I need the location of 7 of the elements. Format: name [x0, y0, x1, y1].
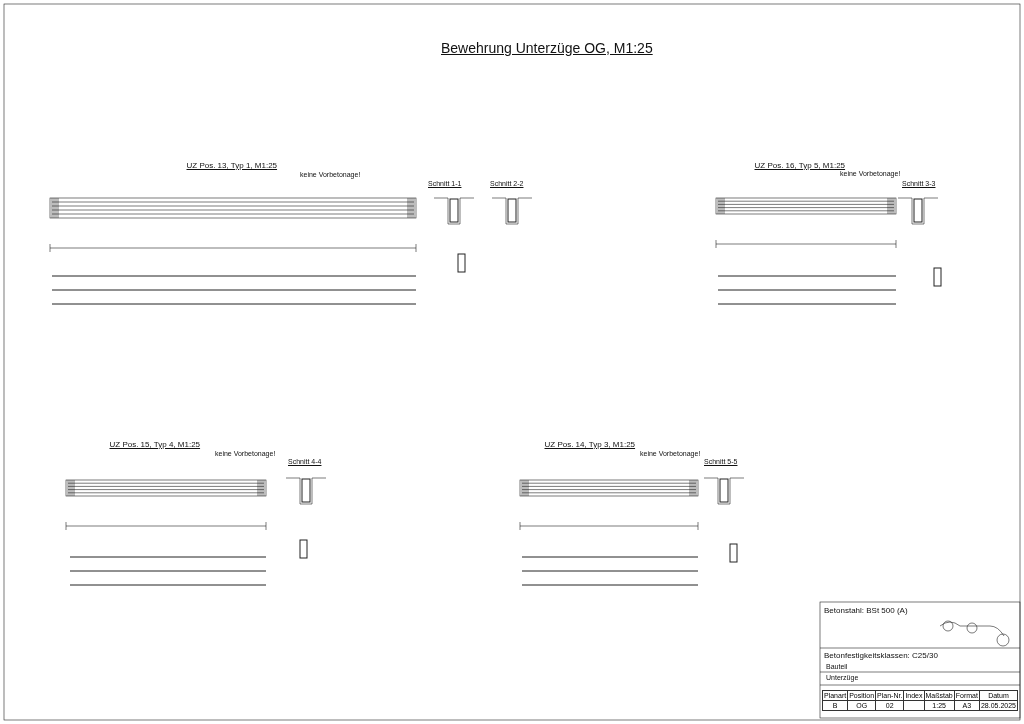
- view-title: UZ Pos. 16, Typ 5, M1:25: [754, 161, 846, 170]
- view-title: UZ Pos. 15, Typ 4, M1:25: [109, 440, 201, 449]
- table-heading: Betonstahl: BSt 500 (A): [824, 606, 908, 615]
- view-title: UZ Pos. 14, Typ 3, M1:25: [544, 440, 636, 449]
- table-heading: Betonfestigkeitsklassen: C25/30: [824, 651, 938, 660]
- view-title: UZ Pos. 13, Typ 1, M1:25: [186, 161, 278, 170]
- drawing-title: Bewehrung Unterzüge OG, M1:25: [441, 40, 653, 56]
